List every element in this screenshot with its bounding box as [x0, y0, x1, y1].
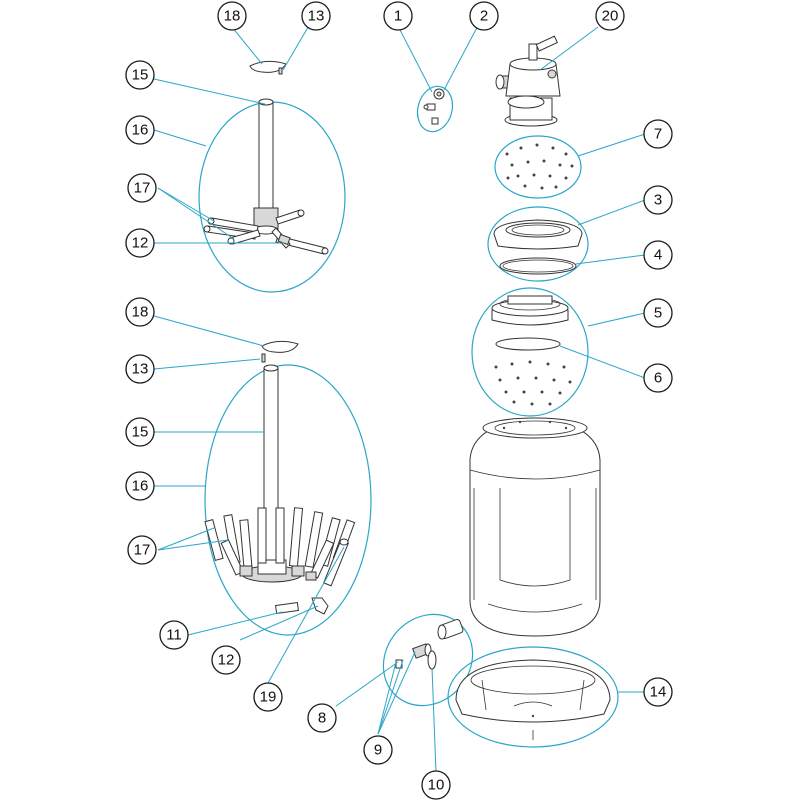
svg-text:16: 16 — [132, 478, 149, 495]
filter-tank — [469, 417, 601, 637]
svg-text:18: 18 — [132, 304, 149, 321]
callout-8: 8 — [307, 703, 337, 733]
callout-14: 14 — [643, 677, 673, 707]
svg-text:16: 16 — [132, 122, 149, 139]
svg-text:1: 1 — [394, 8, 402, 25]
svg-text:20: 20 — [602, 8, 619, 25]
lower-laterals — [204, 507, 356, 579]
svg-text:8: 8 — [318, 710, 326, 727]
callout-13-lower: 13 — [125, 354, 155, 384]
svg-text:5: 5 — [654, 305, 662, 322]
svg-text:11: 11 — [166, 627, 182, 644]
svg-text:6: 6 — [654, 370, 662, 387]
svg-text:14: 14 — [650, 684, 667, 701]
callout-7: 7 — [643, 119, 673, 149]
callout-18-lower: 18 — [125, 297, 155, 327]
callout-13-upper: 13 — [301, 1, 331, 31]
leader-lines — [153, 16, 646, 773]
svg-text:12: 12 — [132, 235, 149, 252]
extra-lateral — [323, 538, 349, 587]
callout-11: 11 — [159, 620, 189, 650]
upper-collector-pipe — [258, 98, 274, 217]
svg-text:9: 9 — [374, 742, 382, 759]
callout-18-upper: 18 — [217, 1, 247, 31]
svg-text:19: 19 — [260, 689, 277, 706]
svg-text:3: 3 — [654, 192, 662, 209]
callout-17-upper: 17 — [127, 173, 157, 203]
drain-plug-parts — [423, 88, 445, 125]
lower-vent-stem — [261, 353, 266, 363]
top-cover — [493, 219, 583, 250]
svg-text:17: 17 — [134, 542, 151, 559]
callout-10: 10 — [421, 770, 451, 800]
base-group-outline — [447, 646, 619, 748]
svg-text:4: 4 — [654, 247, 662, 264]
diffuser-plate-group-outline — [494, 135, 582, 199]
lower-cap — [261, 340, 299, 353]
callout-19: 19 — [253, 682, 283, 712]
svg-text:7: 7 — [654, 126, 662, 143]
svg-text:13: 13 — [308, 8, 325, 25]
callout-1: 1 — [383, 1, 413, 31]
callout-5: 5 — [643, 298, 673, 328]
svg-text:15: 15 — [132, 67, 149, 84]
callout-12-lower: 12 — [211, 645, 241, 675]
multiport-valve — [495, 35, 561, 127]
callout-17-lower: 17 — [127, 535, 157, 565]
callout-16-upper: 16 — [125, 115, 155, 145]
callout-6: 6 — [643, 363, 673, 393]
svg-text:10: 10 — [428, 777, 445, 794]
svg-text:17: 17 — [134, 180, 151, 197]
closure-ring-group-outline — [471, 287, 589, 417]
lateral-elbow-12 — [311, 597, 329, 615]
callout-15-lower: 15 — [125, 417, 155, 447]
drain-plug-group-outline — [416, 85, 454, 133]
callout-2: 2 — [469, 1, 499, 31]
callout-20: 20 — [595, 1, 625, 31]
svg-text:12: 12 — [218, 652, 235, 669]
filter-base — [455, 659, 611, 740]
lower-lateral-group-outline — [204, 364, 372, 636]
top-cover-group-outline — [487, 206, 589, 282]
cover-gasket — [499, 257, 577, 275]
closure-ring — [491, 295, 569, 326]
lower-elbow-fittings — [239, 565, 317, 581]
union-fittings — [395, 619, 464, 670]
diffuser-plate — [505, 143, 574, 190]
svg-text:15: 15 — [132, 424, 149, 441]
upper-cap — [249, 60, 287, 75]
callout-16-lower: 16 — [125, 471, 155, 501]
closure-o-ring — [495, 337, 561, 351]
callout-12-upper: 12 — [125, 228, 155, 258]
callout-15-upper: 15 — [125, 60, 155, 90]
callout-3: 3 — [643, 185, 673, 215]
callout-9: 9 — [363, 735, 393, 765]
callout-4: 4 — [643, 240, 673, 270]
svg-text:13: 13 — [132, 361, 149, 378]
svg-text:2: 2 — [480, 8, 488, 25]
lateral-connector-11 — [274, 601, 300, 615]
lower-diffuser-holes — [494, 360, 572, 406]
svg-text:18: 18 — [224, 8, 241, 25]
